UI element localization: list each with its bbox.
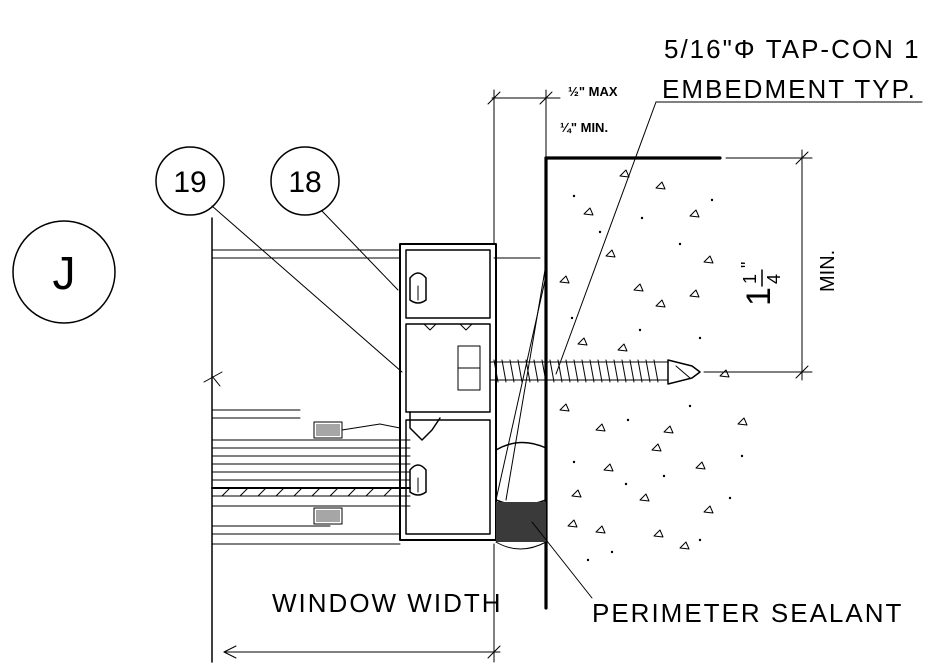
- glazing-gasket-top: [313, 421, 401, 441]
- detail-id: J: [53, 247, 76, 299]
- tapcon-line2: EMBEDMENT TYP.: [662, 74, 917, 104]
- embed-den: 4: [764, 274, 784, 284]
- detail-bubble-j: J: [12, 220, 116, 324]
- perimeter-sealant-bead: [495, 502, 547, 550]
- bubble-19: 19: [155, 146, 225, 216]
- concrete-substrate: [544, 156, 748, 610]
- embed-inch: ": [738, 262, 758, 268]
- sealant-label: PERIMETER SEALANT: [592, 598, 903, 628]
- gap-max-label: ½" MAX: [568, 84, 618, 99]
- window-width-dimension: WINDOW WIDTH: [223, 543, 503, 663]
- gap-min-label: ¼" MIN.: [560, 120, 608, 135]
- glazing-gasket-bottom: [313, 507, 343, 525]
- bubble-18-label: 18: [288, 166, 321, 199]
- embed-num: 1: [740, 274, 760, 284]
- tapcon-callout: 5/16"Φ TAP-CON 1 EMBEDMENT TYP.: [555, 34, 923, 375]
- bubble-19-label: 19: [173, 166, 206, 199]
- leader-19: [211, 205, 403, 373]
- reveal-lines: [211, 249, 541, 545]
- sealant-callout: PERIMETER SEALANT: [531, 521, 903, 628]
- glazing-unit: [211, 439, 411, 535]
- tapcon-fastener: [489, 359, 701, 385]
- embed-min-label: MIN.: [817, 250, 839, 292]
- gap-dimension: ½" MAX ¼" MIN.: [487, 84, 618, 245]
- frame-profile: [399, 243, 497, 541]
- window-width-label: WINDOW WIDTH: [272, 588, 503, 618]
- backer-rod: [495, 441, 547, 506]
- embed-dimension: 1 1 4 " MIN.: [703, 149, 839, 381]
- bubble-18: 18: [270, 146, 340, 216]
- embed-whole: 1: [740, 287, 778, 306]
- tapcon-line1: 5/16"Φ TAP-CON 1: [664, 34, 921, 64]
- shim-lines: [495, 263, 547, 501]
